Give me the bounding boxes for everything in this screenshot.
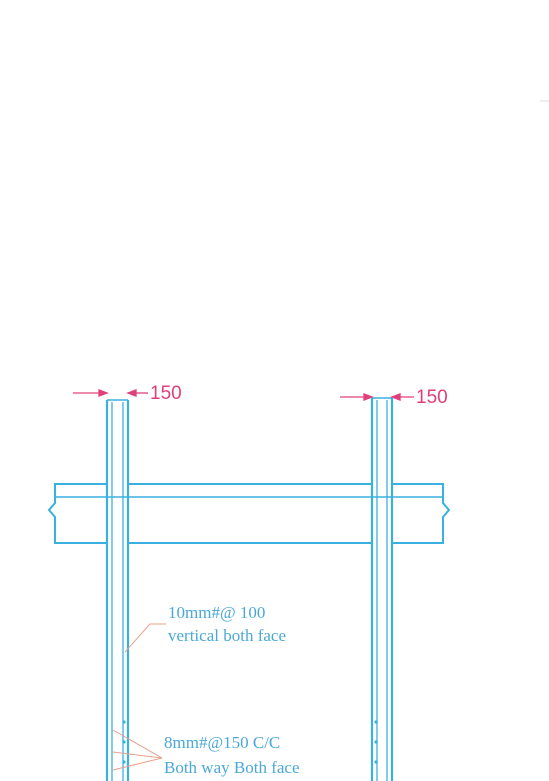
left-dimension (73, 389, 148, 397)
vertical-bar-note-line2: vertical both face (168, 626, 286, 645)
vertical-bar-note-line1: 10mm#@ 100 (168, 603, 265, 622)
horizontal-bar-leader (112, 729, 163, 771)
horizontal-bar-note-line1: 8mm#@150 C/C (164, 733, 280, 752)
right-dimension-label: 150 (416, 387, 448, 408)
slab (47, 483, 451, 544)
right-wall (370, 397, 394, 781)
left-wall (105, 399, 130, 781)
vertical-bar-leader (124, 623, 166, 653)
horizontal-bar-note-line2: Both way Both face (164, 758, 300, 777)
left-dimension-label: 150 (150, 383, 182, 404)
right-dimension (340, 393, 414, 401)
rebar-dots (122, 720, 378, 764)
